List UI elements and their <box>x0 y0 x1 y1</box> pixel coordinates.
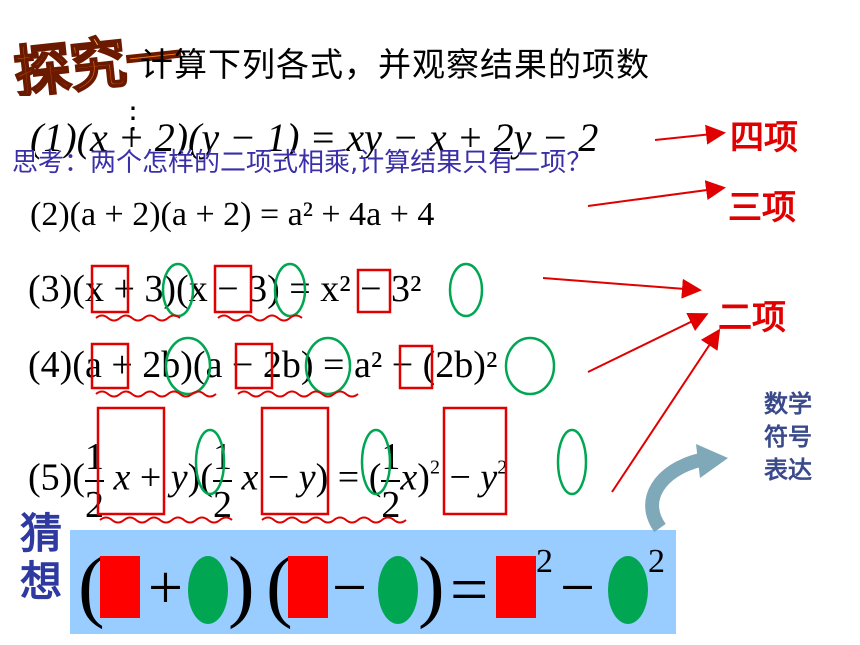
green-circle-mark <box>504 336 556 396</box>
wavy-underline <box>95 390 217 398</box>
math-symbol-expression: 数学 符号 表达 <box>748 388 828 487</box>
arrow-to-two-terms <box>611 328 721 493</box>
label-three-terms: 三项 <box>728 188 796 228</box>
wavy-underline <box>95 314 181 322</box>
fraction-denominator: 2 <box>84 484 104 526</box>
curved-arrow <box>645 453 702 533</box>
svg-text:−: − <box>332 554 367 622</box>
guess-label-text: 猜想 <box>20 509 63 606</box>
red-square-symbol <box>288 556 328 618</box>
svg-text:): ) <box>228 542 255 630</box>
svg-text:): ) <box>418 542 445 630</box>
equation-3: (3)(x + 3)(x − 3) = x² − 3² <box>28 268 422 310</box>
green-circle-symbol <box>608 556 648 624</box>
equation-4: (4)(a + 2b)(a − 2b) = a² − (2b)² <box>28 344 498 386</box>
wavy-underline <box>237 390 359 398</box>
fraction-denominator: 2 <box>212 484 232 526</box>
page-title: 计算下列各式，并观察结果的项数 <box>140 45 650 84</box>
green-circle-symbol <box>378 556 418 624</box>
fraction-numerator: 1 <box>381 436 401 478</box>
green-circle-mark <box>448 262 484 318</box>
wavy-underline <box>217 314 303 322</box>
guess-formula: ( + ) ( − ) = 2 − 2 <box>78 542 665 630</box>
math-symbol-line: 符号 <box>764 423 812 451</box>
arrow-to-four-terms <box>654 124 726 145</box>
arrow-to-three-terms <box>587 180 726 207</box>
vertical-dots: ⋮ <box>118 101 148 136</box>
math-symbol-line: 表达 <box>764 456 812 484</box>
fraction-numerator: 1 <box>84 436 104 478</box>
guess-label: 猜想 <box>20 510 72 606</box>
svg-text:2: 2 <box>536 543 553 580</box>
fraction-denominator: 2 <box>381 484 401 526</box>
curved-arrow-head <box>696 444 728 478</box>
svg-text:=: = <box>450 551 488 627</box>
arrow-to-two-terms <box>542 277 702 299</box>
label-four-terms: 四项 <box>730 118 798 158</box>
svg-text:−: − <box>560 554 595 622</box>
green-circle-symbol <box>188 556 228 624</box>
arrow-to-two-terms <box>587 313 709 373</box>
math-symbol-line: 数学 <box>764 390 812 418</box>
guess-formula-box: ( + ) ( − ) = 2 − 2 <box>70 530 676 634</box>
fraction-numerator: 1 <box>212 436 232 478</box>
section-badge: 探究一 <box>10 23 186 96</box>
equation-5-prefix: (5)( <box>28 456 85 499</box>
equation-2: (2)(a + 2)(a + 2) = a² + 4a + 4 <box>30 196 435 233</box>
red-square-symbol <box>100 556 140 618</box>
green-circle-mark <box>556 428 588 496</box>
label-two-terms: 二项 <box>718 298 786 338</box>
red-square-symbol <box>496 556 536 618</box>
svg-text:+: + <box>148 554 183 622</box>
thinking-prompt: 思考：两个怎样的二项式相乘,计算结果只有二项？ <box>12 148 593 178</box>
svg-text:2: 2 <box>648 543 665 580</box>
equation-1: (1)(x + 2)(y − 1) = xy − x + 2y − 2 <box>30 115 599 160</box>
